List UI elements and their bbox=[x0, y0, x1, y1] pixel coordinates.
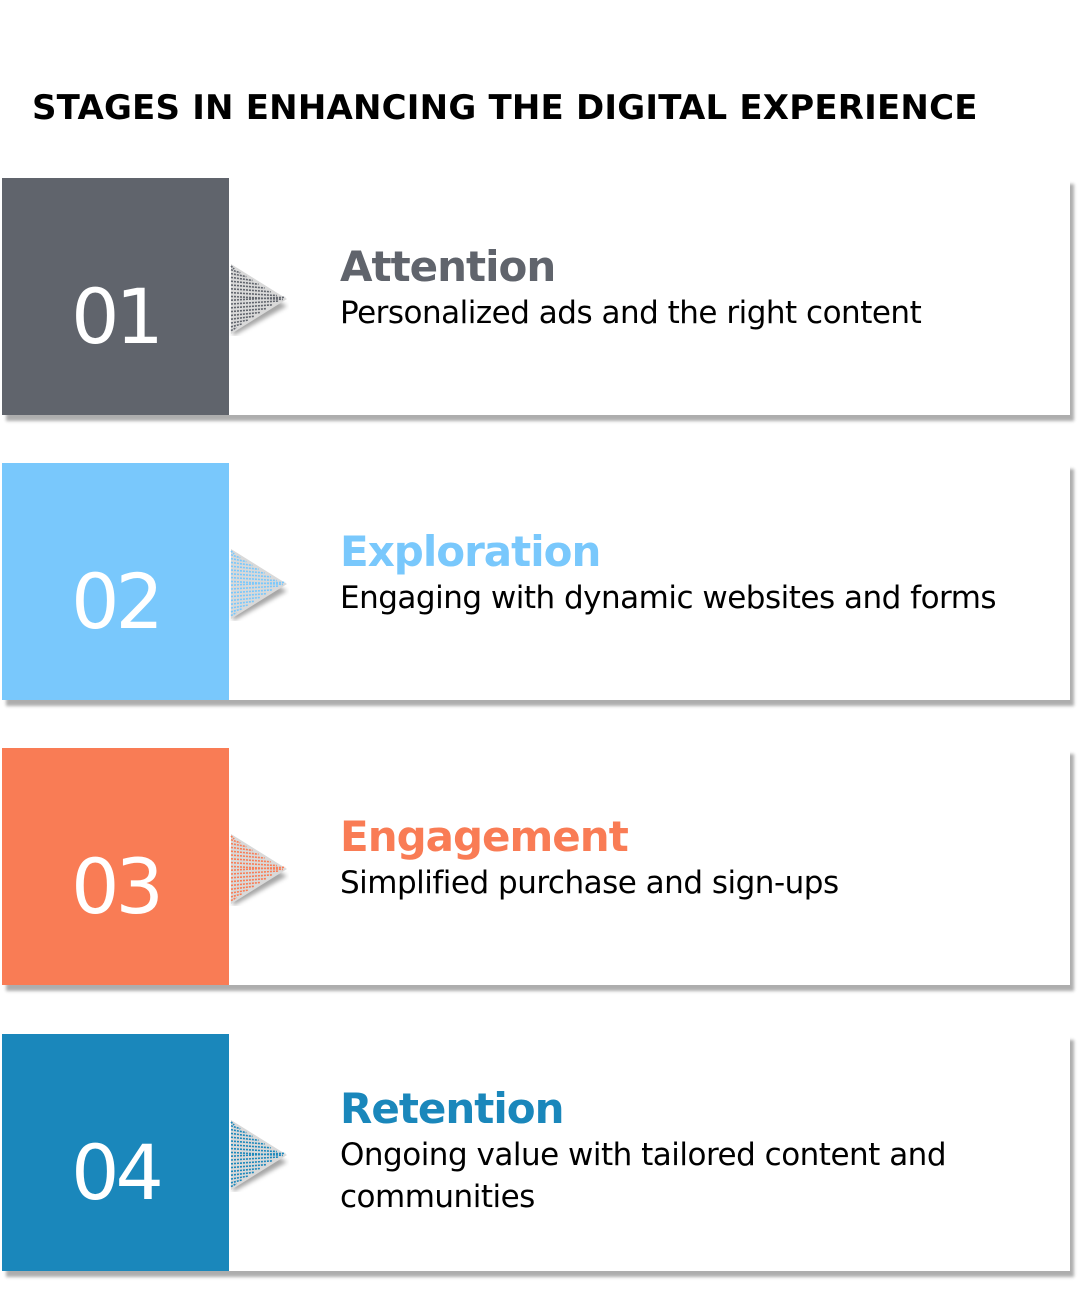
stage-number: 03 bbox=[71, 842, 164, 931]
arrow-right-icon bbox=[230, 1120, 287, 1192]
stage-number-box: 02 bbox=[2, 463, 229, 700]
stage-card-attention: 01 Attention Personalized ads and the ri… bbox=[2, 178, 1070, 415]
stage-title: Exploration bbox=[340, 527, 601, 576]
page-title: STAGES IN ENHANCING THE DIGITAL EXPERIEN… bbox=[32, 88, 978, 128]
stage-description: Engaging with dynamic websites and forms bbox=[340, 580, 997, 616]
stage-description: Ongoing value with tailored content and … bbox=[340, 1137, 947, 1215]
stage-number-box: 03 bbox=[2, 748, 229, 985]
stage-card-engagement: 03 Engagement Simplified purchase and si… bbox=[2, 748, 1070, 985]
stage-card-retention: 04 Retention Ongoing value with tailored… bbox=[2, 1034, 1070, 1271]
stage-title: Engagement bbox=[340, 812, 629, 861]
stage-number: 04 bbox=[71, 1128, 164, 1217]
stage-number: 02 bbox=[71, 557, 164, 646]
stage-card-exploration: 02 Exploration Engaging with dynamic web… bbox=[2, 463, 1070, 700]
stage-number-box: 01 bbox=[2, 178, 229, 415]
stage-number: 01 bbox=[71, 272, 164, 361]
stage-description: Simplified purchase and sign-ups bbox=[340, 865, 839, 901]
stage-description: Personalized ads and the right content bbox=[340, 295, 922, 331]
stage-number-box: 04 bbox=[2, 1034, 229, 1271]
stage-title: Attention bbox=[340, 242, 556, 291]
arrow-right-icon bbox=[230, 549, 287, 621]
stage-title: Retention bbox=[340, 1084, 565, 1133]
arrow-right-icon bbox=[230, 264, 287, 336]
arrow-right-icon bbox=[230, 834, 287, 906]
